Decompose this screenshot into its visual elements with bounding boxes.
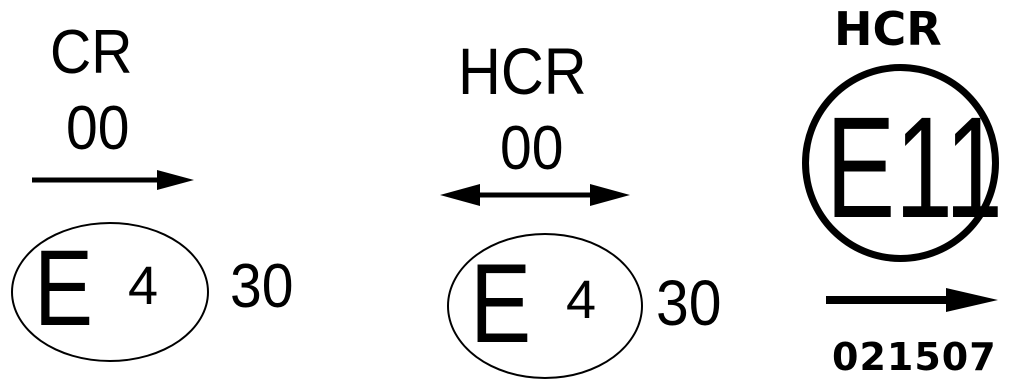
approval-code: E11 bbox=[826, 87, 1003, 248]
side-value: 30 bbox=[656, 267, 722, 339]
approval-mark-hcr-e11: HCR E11 021507 bbox=[780, 0, 1020, 385]
e11-circle bbox=[802, 64, 999, 262]
approval-mark-cr: CR 00 E 4 30 bbox=[0, 0, 340, 385]
category-label: HCR bbox=[458, 34, 587, 108]
category-label: HCR bbox=[834, 2, 942, 56]
category-label: CR bbox=[50, 18, 133, 87]
arrow-right-icon bbox=[32, 170, 194, 190]
approval-number: 00 bbox=[500, 114, 564, 183]
e-circle bbox=[447, 233, 643, 379]
approval-number: 021507 bbox=[832, 335, 997, 379]
arrow-right-icon bbox=[826, 288, 998, 312]
e-circle bbox=[11, 222, 209, 362]
approval-number: 00 bbox=[66, 94, 130, 163]
e-letter: E bbox=[470, 241, 532, 366]
approval-mark-hcr-double: HCR 00 E 4 30 bbox=[420, 0, 760, 385]
country-code: 4 bbox=[128, 256, 159, 316]
e-letter: E bbox=[34, 227, 94, 348]
double-arrow-icon bbox=[440, 184, 630, 206]
side-value: 30 bbox=[230, 252, 294, 321]
country-code: 4 bbox=[566, 270, 597, 330]
